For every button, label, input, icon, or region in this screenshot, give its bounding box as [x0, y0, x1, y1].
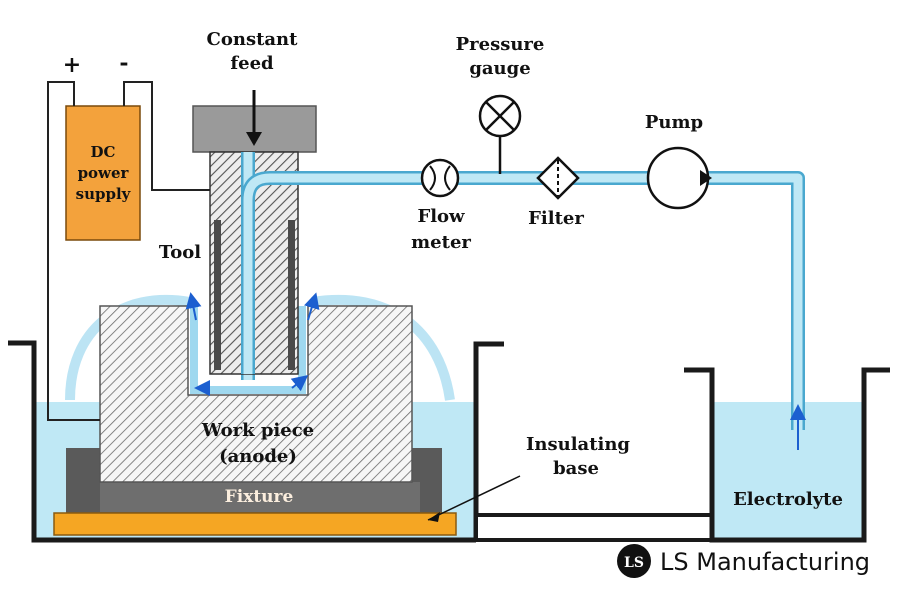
pressure-gauge-label-line1: Pressure: [456, 34, 545, 55]
insulating-base: [53, 512, 457, 536]
pump: [646, 146, 712, 210]
dc-label-line3: supply: [76, 185, 132, 203]
filter: [536, 156, 580, 200]
brand-logo: LS: [617, 544, 651, 578]
constant-feed-label-line2: feed: [230, 53, 274, 74]
dc-label-line2: power: [78, 164, 130, 182]
constant-feed-label-line1: Constant: [207, 29, 299, 50]
flow-meter: [420, 158, 460, 198]
pump-label: Pump: [645, 112, 703, 133]
right-tank-electrolyte: [712, 402, 864, 540]
insulating-base-label-line2: base: [553, 458, 599, 479]
workpiece-label-line2: (anode): [219, 446, 297, 467]
insulating-base-label-line1: Insulating: [526, 434, 630, 455]
left-tank: [8, 340, 476, 543]
flow-meter-label-line2: meter: [411, 232, 471, 253]
minus-terminal: -: [119, 50, 128, 76]
plus-terminal: +: [63, 52, 81, 78]
brand-name: LS Manufacturing: [660, 548, 870, 576]
dc-label-line1: DC: [91, 143, 116, 161]
pressure-gauge: [478, 94, 522, 174]
pressure-gauge-label-line2: gauge: [469, 58, 530, 79]
electrolyte-label: Electrolyte: [733, 489, 843, 510]
tool-label: Tool: [159, 242, 201, 263]
dc-power-supply: [65, 105, 141, 241]
wires: [47, 81, 210, 421]
flow-arrows: [185, 292, 320, 396]
right-tank: [684, 367, 890, 543]
tank-connector: [476, 513, 712, 542]
insulating-pointer: [427, 475, 521, 521]
brand-logo-mark: LS: [624, 555, 644, 571]
flow-meter-label-line1: Flow: [417, 206, 465, 227]
fixture-label: Fixture: [225, 487, 294, 507]
filter-label: Filter: [528, 208, 584, 229]
workpiece-label-line1: Work piece: [201, 420, 314, 441]
